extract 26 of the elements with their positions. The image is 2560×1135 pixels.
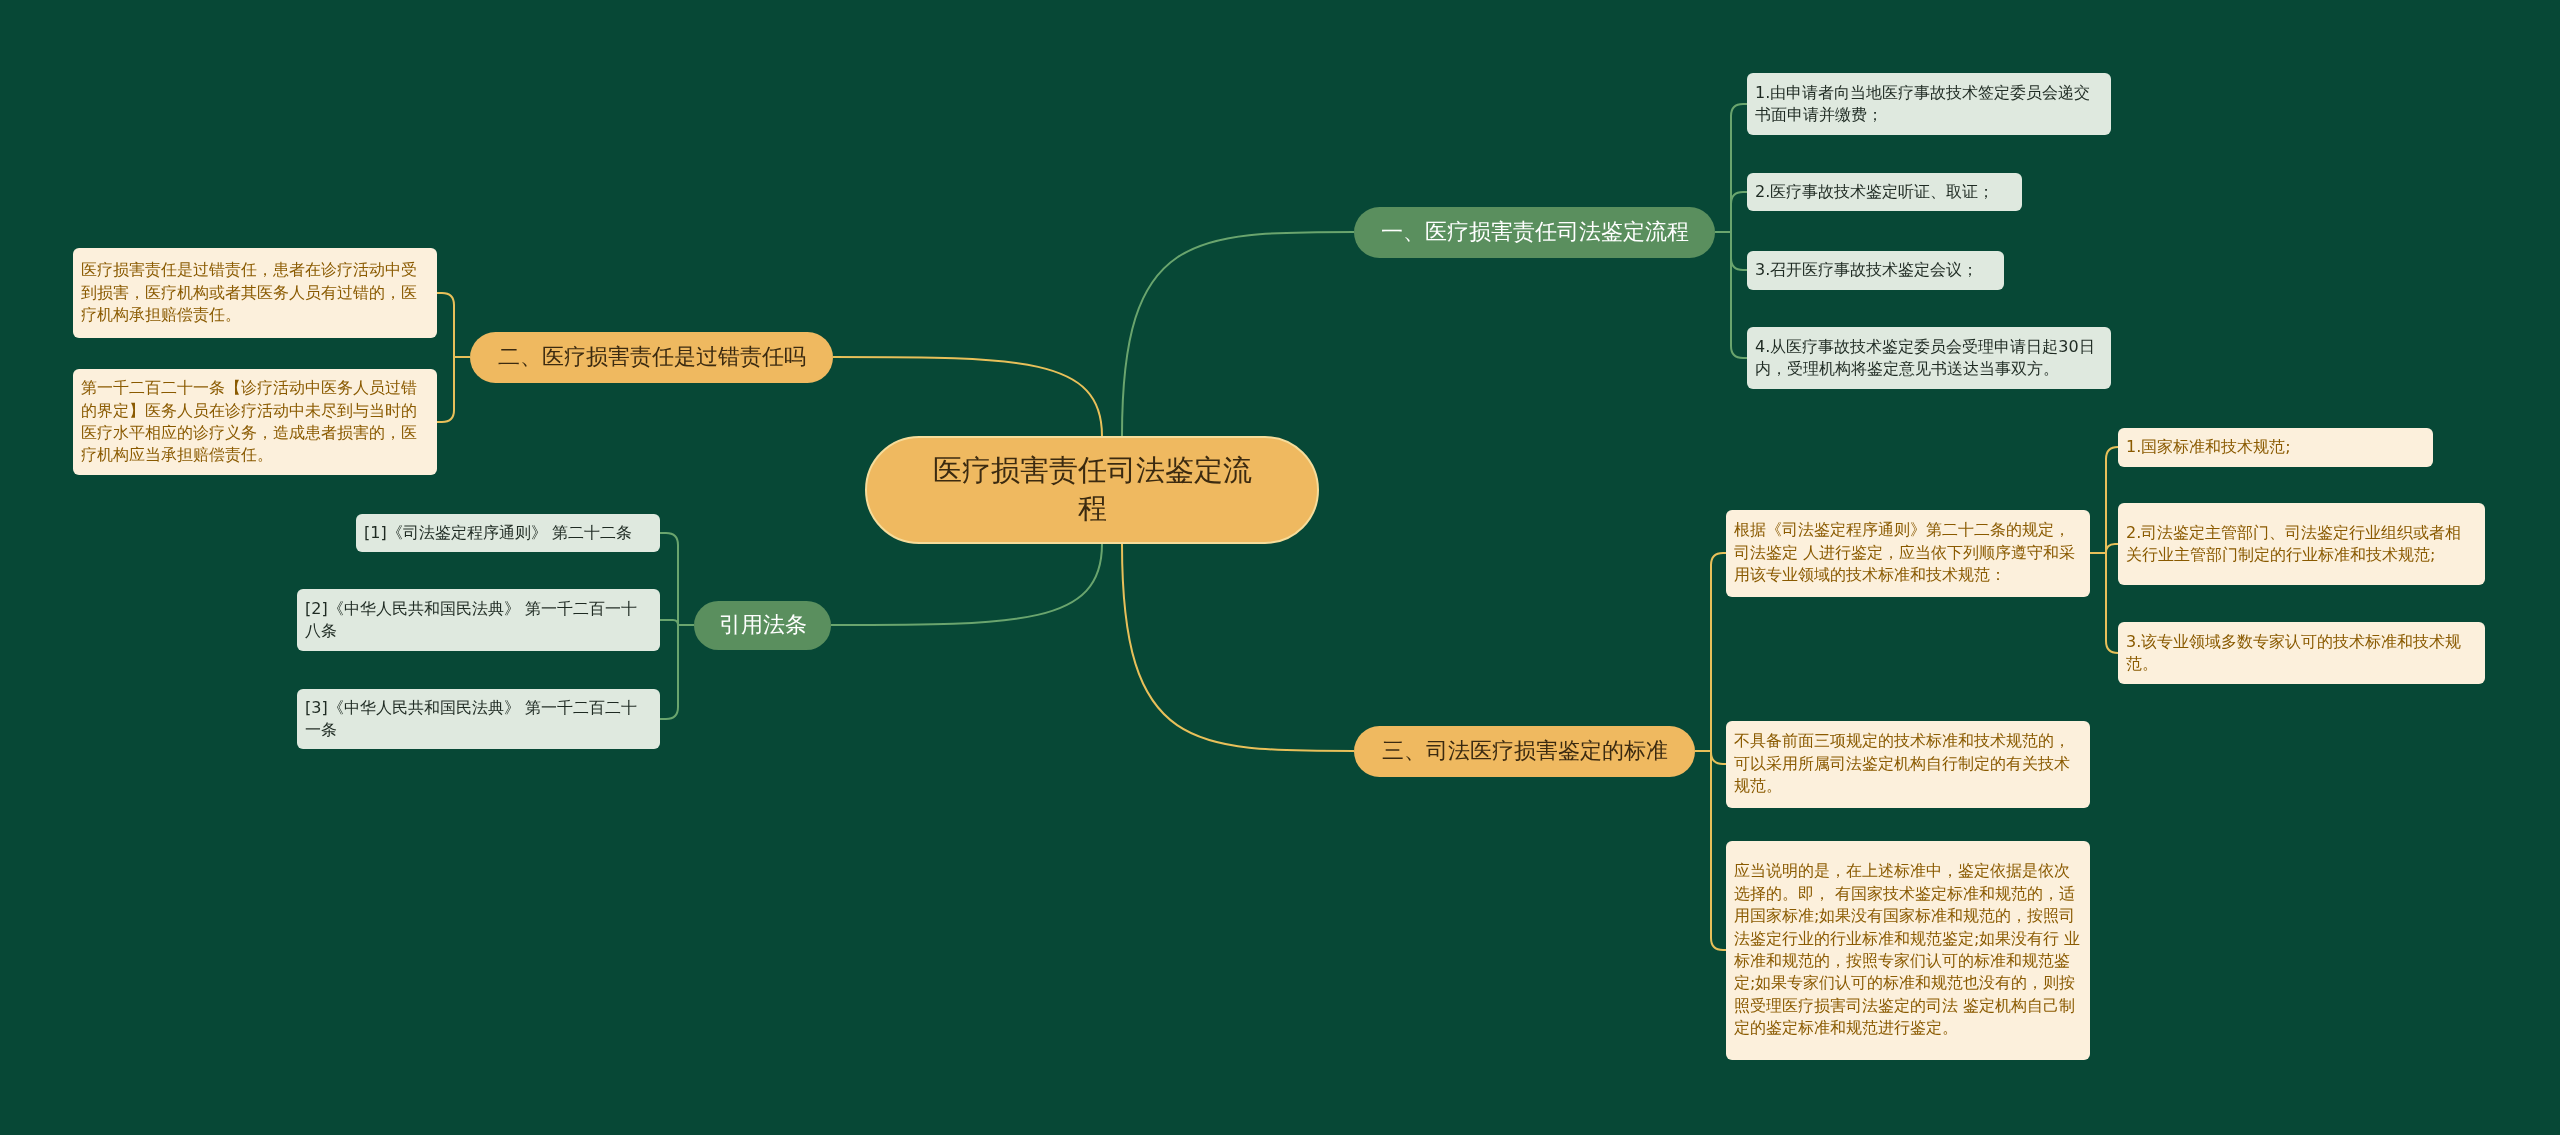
leaf-card: 4.从医疗事故技术鉴定委员会受理申请日起30日内，受理机构将鉴定意见书送达当事双方。: [1747, 327, 2111, 389]
connector-line: [1121, 543, 1355, 752]
leaf-card: 根据《司法鉴定程序通则》第二十二条的规定，司法鉴定 人进行鉴定，应当依下列顺序遵守和采用该专业领域的技术标准和技术规范：: [1726, 509, 2090, 597]
leaf-card: [3]《中华人民共和国民法典》 第一千二百二十一条: [297, 689, 660, 749]
leaf-card: 2.医疗事故技术鉴定听证、取证；: [1747, 173, 2022, 211]
leaf-card: 应当说明的是，在上述标准中，鉴定依据是依次选择的。即， 有国家技术鉴定标准和规范的，适用国家标准;如果没有国家标准和规范的，按照司法鉴定行业的行业标准和规范鉴定;如果没有行 业标准和规范的，按照专家们认可的标准和规范鉴定;如果专家们认可的标准和规范也没有的，则按照受理医疗损害司法鉴定的司法 鉴定机构自己制定的鉴定标准和规范进行鉴定。: [1726, 840, 2090, 1060]
leaf-card: 3.召开医疗事故技术鉴定会议；: [1747, 250, 2004, 290]
branch-topic: 二、医疗损害责任是过错责任吗: [470, 331, 833, 383]
leaf-card: 不具备前面三项规定的技术标准和技术规范的，可以采用所属司法鉴定机构自行制定的有关技术规范。: [1726, 720, 2090, 808]
central-topic: 医疗损害责任司法鉴定流程: [865, 436, 1319, 544]
leaf-card: 医疗损害责任是过错责任，患者在诊疗活动中受到损害，医疗机构或者其医务人员有过错的，医疗机构承担赔偿责任。: [73, 248, 437, 338]
connector-line: [2089, 552, 2119, 654]
branch-topic: 三、司法医疗损害鉴定的标准: [1354, 725, 1695, 777]
connector-line: [1694, 750, 1727, 951]
leaf-card: 2.司法鉴定主管部门、司法鉴定行业组织或者相关行业主管部门制定的行业标准和技术规范;: [2118, 503, 2485, 585]
leaf-card: [1]《司法鉴定程序通则》 第二十二条: [356, 514, 660, 552]
leaf-card: 1.国家标准和技术规范;: [2118, 427, 2433, 467]
branch-topic: 一、医疗损害责任司法鉴定流程: [1354, 206, 1715, 258]
leaf-card: [2]《中华人民共和国民法典》 第一千二百一十八条: [297, 589, 660, 651]
connector-line: [832, 356, 1103, 437]
connector-line: [830, 543, 1103, 626]
leaf-card: 第一千二百二十一条【诊疗活动中医务人员过错的界定】医务人员在诊疗活动中未尽到与当时的医疗水平相应的诊疗义务，造成患者损害的，医疗机构应当承担赔偿责任。: [73, 369, 437, 475]
branch-topic: 引用法条: [694, 600, 831, 650]
leaf-card: 3.该专业领域多数专家认可的技术标准和技术规范。: [2118, 622, 2485, 684]
connector-line: [1121, 231, 1355, 437]
leaf-card: 1.由申请者向当地医疗事故技术签定委员会递交书面申请并缴费；: [1747, 73, 2111, 135]
